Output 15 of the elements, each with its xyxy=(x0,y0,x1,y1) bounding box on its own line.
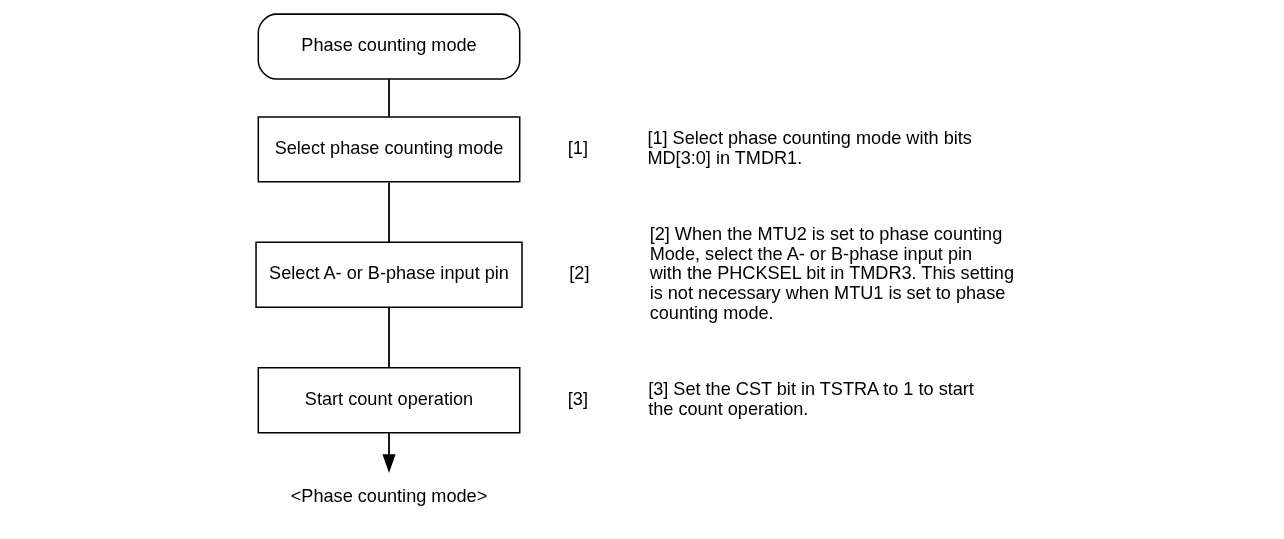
node-label: [2] xyxy=(568,263,589,284)
label: [1] Select phase counting mode with bits MD[3:0] in TMDR1. xyxy=(646,128,972,168)
node-box: Select A- or B-phase input pin xyxy=(254,241,523,309)
node-text: <Phase counting mode> xyxy=(290,486,487,507)
connector xyxy=(387,181,390,244)
node-label: [1] xyxy=(567,138,588,159)
node-box: Start count operation xyxy=(257,366,520,434)
label: [3] Set the CST bit in TSTRA to 1 to start the count operation. xyxy=(647,379,974,419)
node-box: Select phase counting mode xyxy=(257,116,520,183)
label: [2] When the MTU2 is set to phase counting Mode, select the A- or B-phase input pin with the PHCKSEL bit in TMDR3. This setting is not necessary when MTU1 is set to phase counting mode. xyxy=(649,224,1014,323)
node-box: Phase counting mode xyxy=(257,13,520,80)
arrow xyxy=(381,432,396,473)
connector xyxy=(387,306,390,369)
connector xyxy=(387,78,390,118)
node-label: [3] xyxy=(567,388,588,409)
